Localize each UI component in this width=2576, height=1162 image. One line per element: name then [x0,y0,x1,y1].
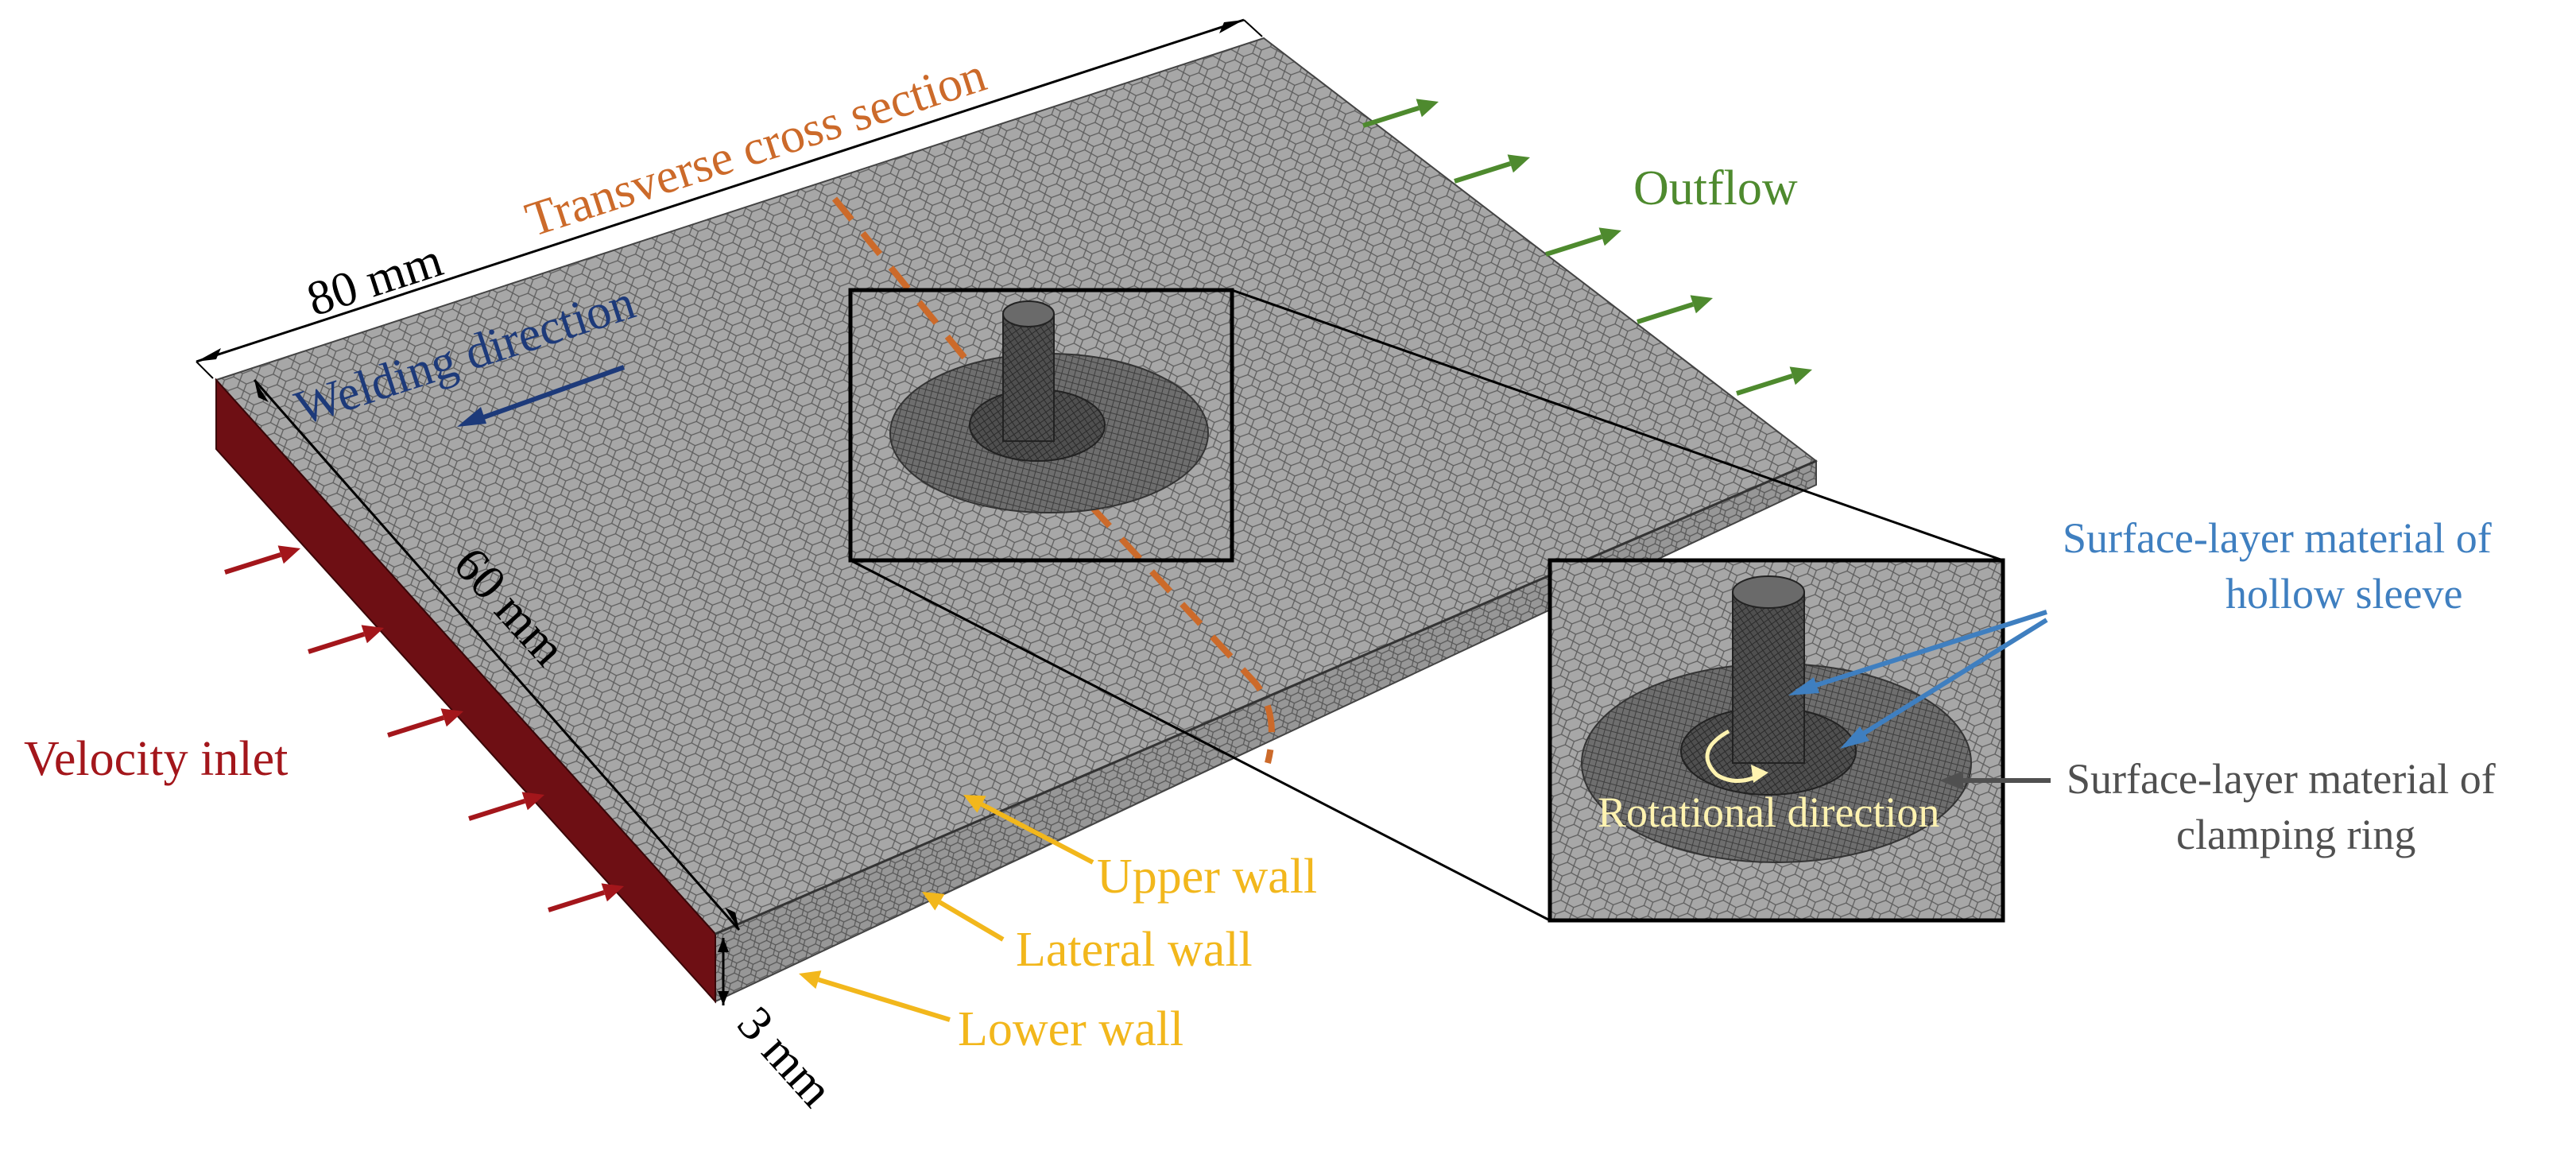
zoom-box-small [848,288,1234,563]
dimension-80mm [196,18,1263,379]
transverse-cross-section-line [831,196,1275,764]
pin-large-top [1732,575,1805,609]
label-outflow: Outflow [1633,161,1798,215]
label-lower-wall: Lower wall [958,1002,1183,1056]
pin-small [1002,313,1055,442]
pin-small-top [1002,300,1055,327]
inlet-arrow-icon [548,883,624,912]
label-upper-wall: Upper wall [1097,850,1317,904]
rotation-arrowhead-icon [1751,765,1768,783]
zoom-connector-top [1231,289,2004,562]
lower-wall-arrow-icon [799,970,951,1022]
inlet-arrow-icon [224,545,300,575]
rotation-arrow-icon [1705,729,1762,783]
welding-direction-arrow-icon [457,365,626,427]
outflow-arrow-icon [1637,295,1713,324]
label-ring-line2: clamping ring [2176,811,2415,858]
label-sleeve-line2: hollow sleeve [2225,570,2462,618]
label-ring-line1: Surface-layer material of [2067,755,2496,803]
label-rotational-direction: Rotational direction [1598,788,1939,836]
outflow-arrows [1362,99,1812,396]
wall-pointer-arrows [799,795,1094,1022]
upper-wall-arrow-icon [963,795,1094,865]
inlet-arrow-icon [387,708,463,738]
inlet-arrow-icon [308,625,384,654]
zoom-connector-bottom [850,559,1551,922]
label-sleeve-line1: Surface-layer material of [2063,514,2492,562]
sleeve-pointer-arrows [1788,610,2048,749]
inlet-arrow-icon [468,792,544,821]
dimension-60mm [253,379,741,931]
outflow-arrow-icon [1545,227,1621,257]
pin-large [1732,591,1805,764]
outflow-arrow-icon [1454,154,1530,184]
label-lateral-wall: Lateral wall [1016,923,1253,977]
label-thickness-dim: 3 mm [727,997,843,1117]
inlet-face [215,378,716,1004]
outflow-arrow-icon [1362,99,1439,128]
ring-pointer-arrow [1939,771,2051,790]
plate-edge-line [715,459,1817,935]
zoom-box-large [1548,558,2005,923]
dimension-3mm [718,938,729,1005]
label-velocity-inlet: Velocity inlet [24,732,288,786]
lateral-wall-arrow-icon [922,892,1005,942]
tool-small [889,300,1209,513]
inlet-arrows [224,545,624,912]
outflow-arrow-icon [1736,366,1812,396]
